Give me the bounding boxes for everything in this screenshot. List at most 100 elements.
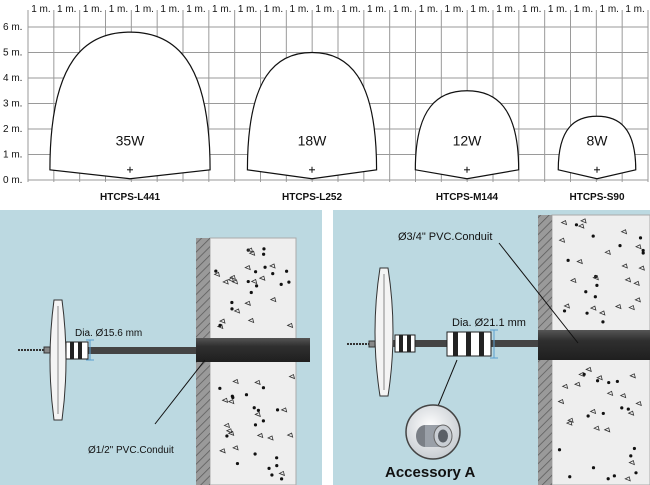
connector-ring bbox=[70, 342, 74, 359]
beam-model-label: HTCPS-L441 bbox=[100, 192, 160, 203]
speckle bbox=[213, 271, 221, 278]
diameter-label: Dia. Ø21.1 mm bbox=[452, 317, 526, 329]
speckle bbox=[565, 420, 573, 426]
x-tick-label: 1 m. bbox=[600, 4, 619, 15]
speckle bbox=[261, 386, 266, 390]
speckle bbox=[230, 300, 234, 305]
speckle bbox=[576, 258, 583, 265]
speckle bbox=[601, 320, 605, 324]
speckle bbox=[561, 383, 569, 390]
speckle bbox=[214, 269, 218, 273]
speckle bbox=[586, 414, 590, 418]
speckle bbox=[253, 423, 258, 427]
x-tick-label: 1 m. bbox=[83, 4, 102, 15]
diameter-label: Dia. Ø15.6 mm bbox=[75, 328, 142, 339]
speckle bbox=[558, 237, 566, 243]
speckle bbox=[232, 378, 239, 385]
speckle bbox=[275, 464, 279, 468]
speckle bbox=[618, 244, 622, 248]
speckle bbox=[621, 263, 628, 269]
screw-head bbox=[368, 340, 376, 348]
speckle bbox=[563, 303, 571, 309]
speckle bbox=[284, 269, 289, 273]
speckle bbox=[568, 475, 572, 479]
speckle bbox=[593, 425, 600, 431]
speckle bbox=[246, 247, 254, 253]
speckle bbox=[244, 393, 249, 397]
speckle bbox=[629, 373, 636, 379]
speckle bbox=[231, 395, 235, 400]
speckle bbox=[632, 446, 637, 451]
speckle bbox=[562, 309, 567, 313]
speckle bbox=[574, 381, 581, 387]
speckle bbox=[593, 295, 597, 299]
conduit-label: Ø1/2" PVC.Conduit bbox=[88, 445, 174, 456]
x-tick-label: 1 m. bbox=[212, 4, 231, 15]
coupler-ring bbox=[479, 332, 484, 356]
speckle bbox=[560, 219, 568, 226]
speckle bbox=[279, 282, 283, 286]
speckle bbox=[641, 251, 645, 255]
speckle bbox=[250, 278, 258, 285]
x-tick-label: 1 m. bbox=[367, 4, 386, 15]
speckle bbox=[601, 411, 605, 416]
conduit-label: Ø3/4" PVC.Conduit bbox=[398, 231, 492, 243]
connector-ring bbox=[78, 342, 82, 359]
connector-body bbox=[394, 334, 416, 353]
y-tick-labels: 0 m.1 m.2 m.3 m.4 m.5 m.6 m. bbox=[3, 22, 22, 186]
installation-panel-three-quarter-inch: Dia. Ø21.1 mm Ø3/4" PVC.Conduit Accessor… bbox=[333, 210, 650, 485]
x-tick-label: 1 m. bbox=[109, 4, 128, 15]
beam-model-label: HTCPS-M144 bbox=[436, 192, 499, 203]
speckle bbox=[230, 307, 234, 311]
beam-patterns: 35WHTCPS-L44118WHTCPS-L25212WHTCPS-M1448… bbox=[49, 31, 637, 203]
speckle bbox=[221, 397, 229, 403]
x-tick-labels: 1 m. 1 m. 1 m. 1 m. 1 m. 1 m. 1 m. 1 m. 1 m. 1 m.… bbox=[31, 4, 645, 15]
speckle bbox=[619, 393, 627, 399]
speckle bbox=[225, 434, 229, 438]
x-tick-label: 1 m. bbox=[160, 4, 179, 15]
light-distribution-chart: 1 m. 1 m. 1 m. 1 m. 1 m. 1 m. 1 m. 1 m. 1 m. 1 m.… bbox=[3, 4, 649, 203]
speckle bbox=[567, 417, 574, 423]
speckle bbox=[235, 461, 240, 466]
beam-model-label: HTCPS-L252 bbox=[282, 192, 342, 203]
speckle bbox=[227, 399, 235, 405]
beam-outline-htcps-s90 bbox=[557, 115, 637, 180]
y-tick-label: 6 m. bbox=[3, 22, 22, 33]
speckle bbox=[628, 304, 635, 311]
speckle bbox=[225, 428, 233, 434]
speckle bbox=[595, 379, 600, 383]
speckle bbox=[244, 265, 251, 271]
speckle bbox=[603, 427, 611, 433]
speckle bbox=[256, 432, 264, 439]
speckle bbox=[614, 303, 622, 310]
x-tick-label: 1 m. bbox=[574, 4, 593, 15]
speckle bbox=[275, 408, 280, 412]
beam-outline-htcps-m144 bbox=[414, 90, 520, 180]
beam-power-label: 12W bbox=[453, 133, 483, 149]
speckle bbox=[252, 406, 256, 410]
x-tick-label: 1 m. bbox=[522, 4, 541, 15]
speckle bbox=[287, 280, 291, 284]
speckle bbox=[247, 317, 255, 324]
speckle bbox=[577, 223, 585, 229]
speckle bbox=[569, 277, 577, 284]
speckle bbox=[620, 406, 624, 410]
thin-conduit bbox=[70, 347, 210, 354]
speckle bbox=[638, 265, 645, 271]
speckle bbox=[566, 258, 570, 262]
x-tick-label: 1 m. bbox=[264, 4, 283, 15]
speckle bbox=[584, 290, 588, 294]
accessory-leader-line bbox=[437, 359, 458, 407]
speckle bbox=[606, 477, 610, 481]
conduit-leader-line bbox=[498, 242, 579, 344]
speckle bbox=[263, 265, 267, 269]
x-tick-label: 1 m. bbox=[57, 4, 76, 15]
speckle bbox=[557, 398, 565, 405]
x-tick-label: 1 m. bbox=[135, 4, 154, 15]
screw-head bbox=[43, 346, 51, 354]
y-tick-label: 0 m. bbox=[3, 175, 22, 186]
speckle bbox=[270, 473, 274, 477]
pvc-conduit bbox=[196, 338, 310, 362]
y-tick-label: 4 m. bbox=[3, 73, 22, 84]
speckle bbox=[269, 263, 276, 269]
